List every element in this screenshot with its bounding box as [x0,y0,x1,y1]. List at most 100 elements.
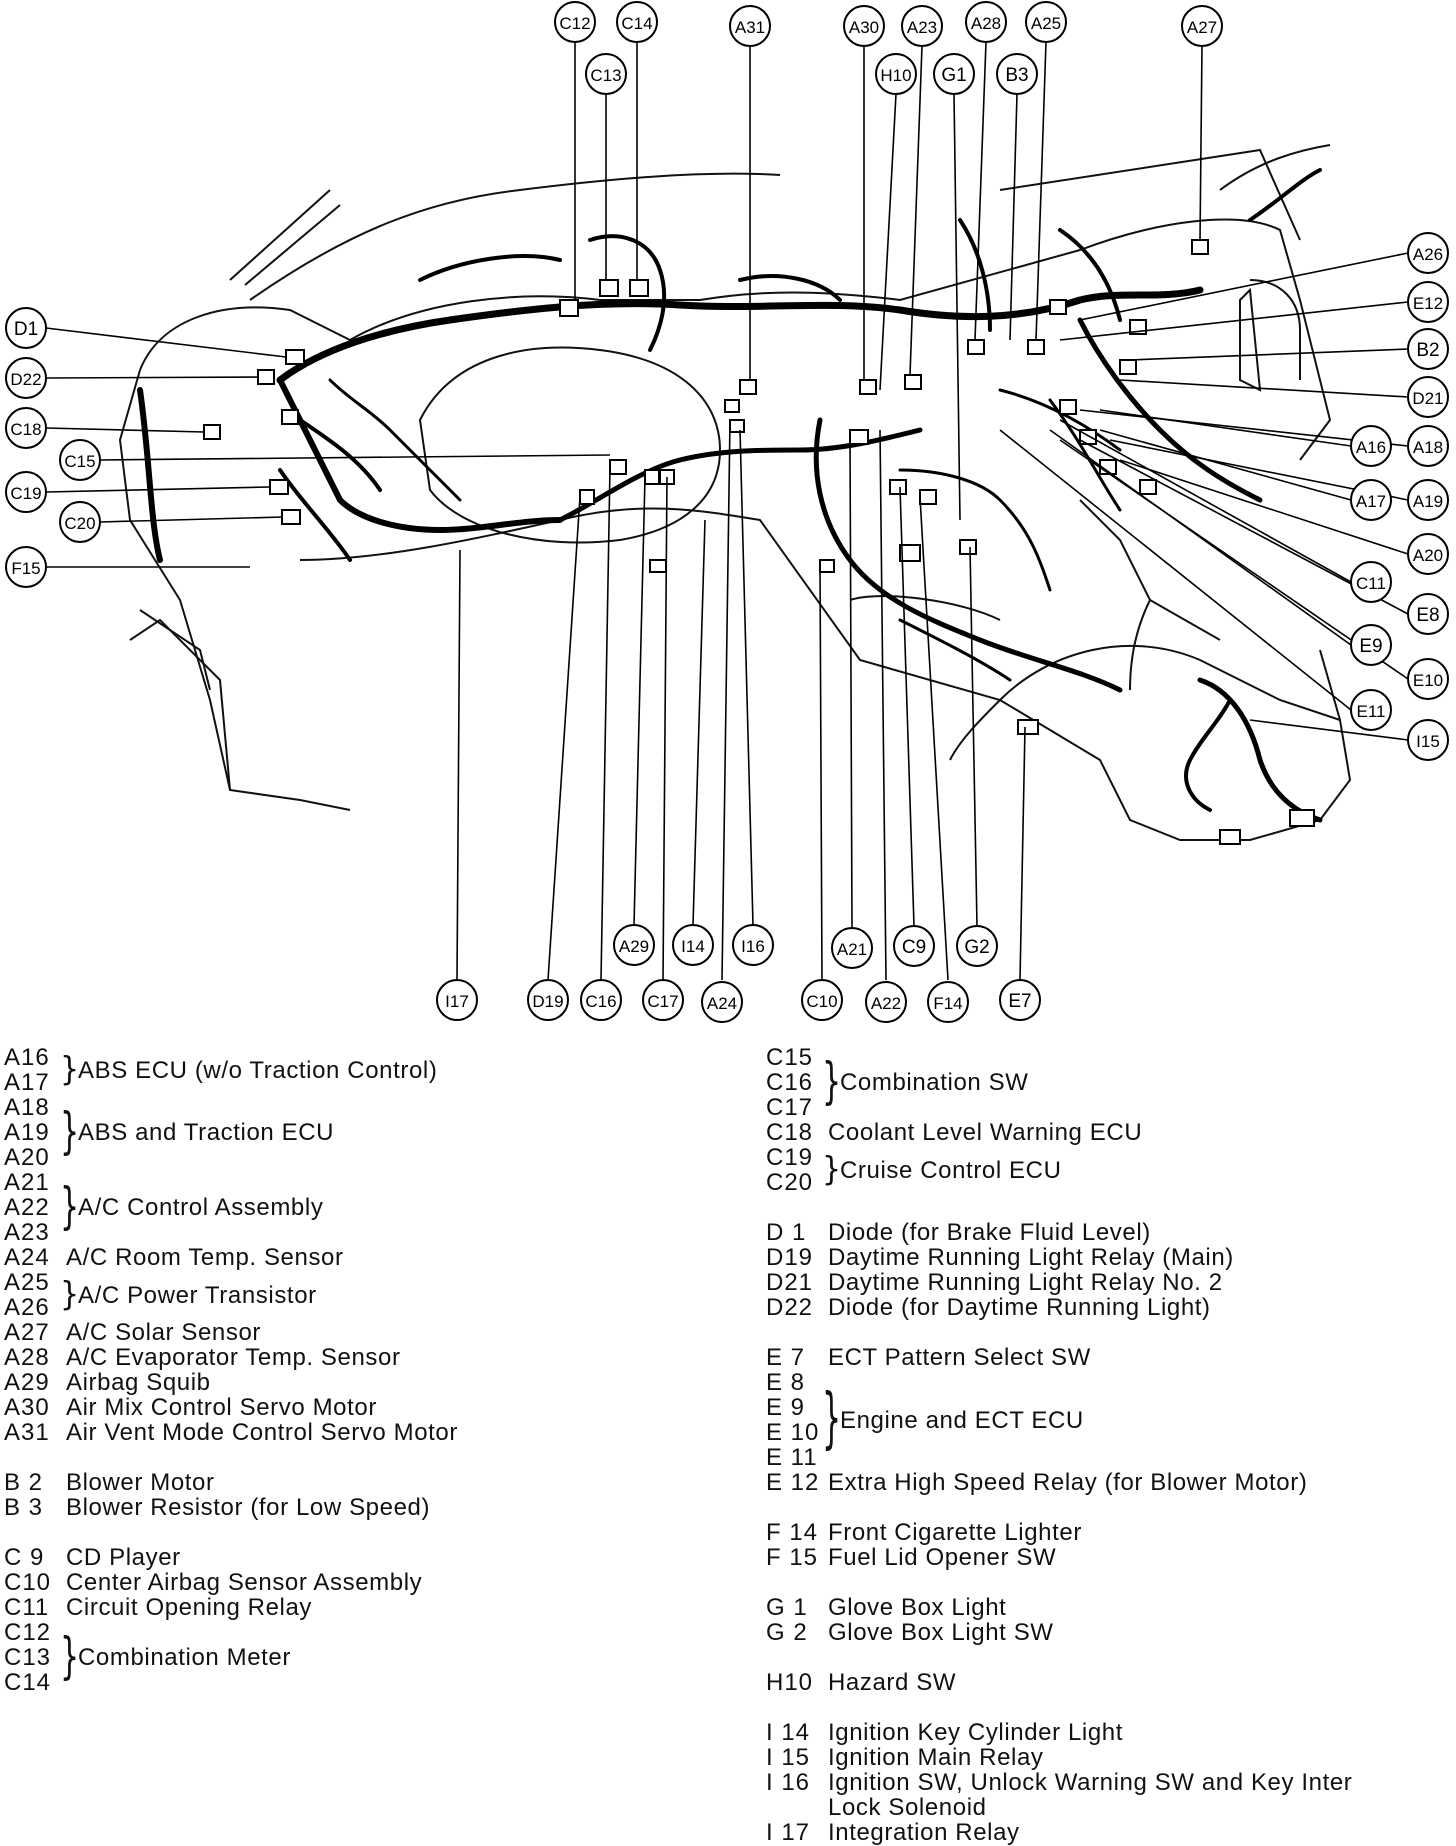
callout-c20: C20 [59,501,101,543]
legend-code: B 2 [4,1469,44,1496]
legend-code: C15 [766,1044,814,1071]
callout-b3: B3 [996,53,1038,95]
legend-gap [766,1320,1456,1345]
callout-circle [5,407,47,449]
callout-a17: A17 [1350,479,1392,521]
callout-circle [893,925,935,967]
callout-text: A26 [1413,245,1443,264]
legend-name: ABS and Traction ECU [78,1119,335,1146]
callout-circle [831,927,873,969]
callout-a19: A19 [1407,479,1449,521]
legend-name: Integration Relay [828,1819,1020,1846]
callout-a26: A26 [1407,232,1449,274]
legend-row: D19 Daytime Running Light Relay (Main) [766,1245,1456,1270]
callout-text: A19 [1413,492,1443,511]
callout-text: E8 [1416,605,1439,626]
callout-text: A25 [1031,14,1061,33]
callout-circle [1407,719,1449,761]
callout-text: E12 [1413,294,1443,313]
callout-text: G1 [941,65,966,86]
callout-circle [1350,425,1392,467]
legend-name: Combination Meter [78,1644,291,1671]
callout-circle [59,501,101,543]
legend-name: Ignition SW, Unlock Warning SW and Key I… [828,1769,1353,1796]
legend-gap [4,1520,724,1545]
legend-gap [766,1570,1456,1595]
callout-circle [1407,593,1449,635]
legend-name: Ignition Main Relay [828,1744,1044,1771]
legend-code: C10 [4,1569,52,1596]
legend-code: A31 [4,1419,50,1446]
callout-text: C18 [10,420,41,439]
callout-c13: C13 [585,53,627,95]
callout-circle [5,471,47,513]
legend-row: A28 A/C Evaporator Temp. Sensor [4,1345,724,1370]
connectors [203,239,1315,845]
callout-f15: F15 [5,546,47,588]
legend-code: A16 [4,1044,50,1071]
callout-text: A28 [971,14,1001,33]
callout-circle [1407,533,1449,575]
callout-circle [701,981,743,1023]
legend-name: A/C Evaporator Temp. Sensor [66,1344,401,1371]
legend-gap [766,1695,1456,1720]
callout-circle [999,979,1041,1021]
legend-code: C18 [766,1119,814,1146]
callout-text: A30 [849,18,879,37]
legend-name: Ignition Key Cylinder Light [828,1719,1124,1746]
callout-c19: C19 [5,471,47,513]
callout-e9: E9 [1350,624,1392,666]
callout-text: D21 [1412,389,1443,408]
callout-circle [613,924,655,966]
callout-text: I15 [1416,732,1440,751]
callout-circle [642,979,684,1021]
callout-c15: C15 [59,439,101,481]
legend-code: A28 [4,1344,50,1371]
legend-code: I 16 [766,1769,811,1796]
callout-a20: A20 [1407,533,1449,575]
legend-code: A27 [4,1319,50,1346]
callout-circle [59,439,101,481]
legend-name: ECT Pattern Select SW [828,1344,1091,1371]
callout-text: C12 [559,14,590,33]
legend-name: Combination SW [840,1069,1029,1096]
callout-g2: G2 [956,925,998,967]
callout-d1: D1 [5,307,47,349]
callout-i16: I16 [732,924,774,966]
callout-text: A22 [871,994,901,1013]
legend-code: E 7 [766,1344,806,1371]
legend-name: CD Player [66,1544,181,1571]
legend-code: F 14 [766,1519,819,1546]
callout-text: C11 [1356,574,1386,593]
brace-icon: } [60,1102,80,1161]
callout-circle [1350,479,1392,521]
brace-icon: } [60,1177,80,1236]
callout-circle [865,981,907,1023]
callout-text: A20 [1413,546,1443,565]
callout-d19: D19 [527,979,569,1021]
callout-c16: C16 [580,979,622,1021]
callout-circle [965,1,1007,43]
callout-text: C13 [590,66,621,85]
callout-text: I14 [681,937,705,956]
legend-name: Daytime Running Light Relay (Main) [828,1244,1234,1271]
callout-circle [1181,5,1223,47]
callout-text: D1 [14,319,38,340]
legend-code: C20 [766,1169,814,1196]
legend-code: D19 [766,1244,814,1271]
